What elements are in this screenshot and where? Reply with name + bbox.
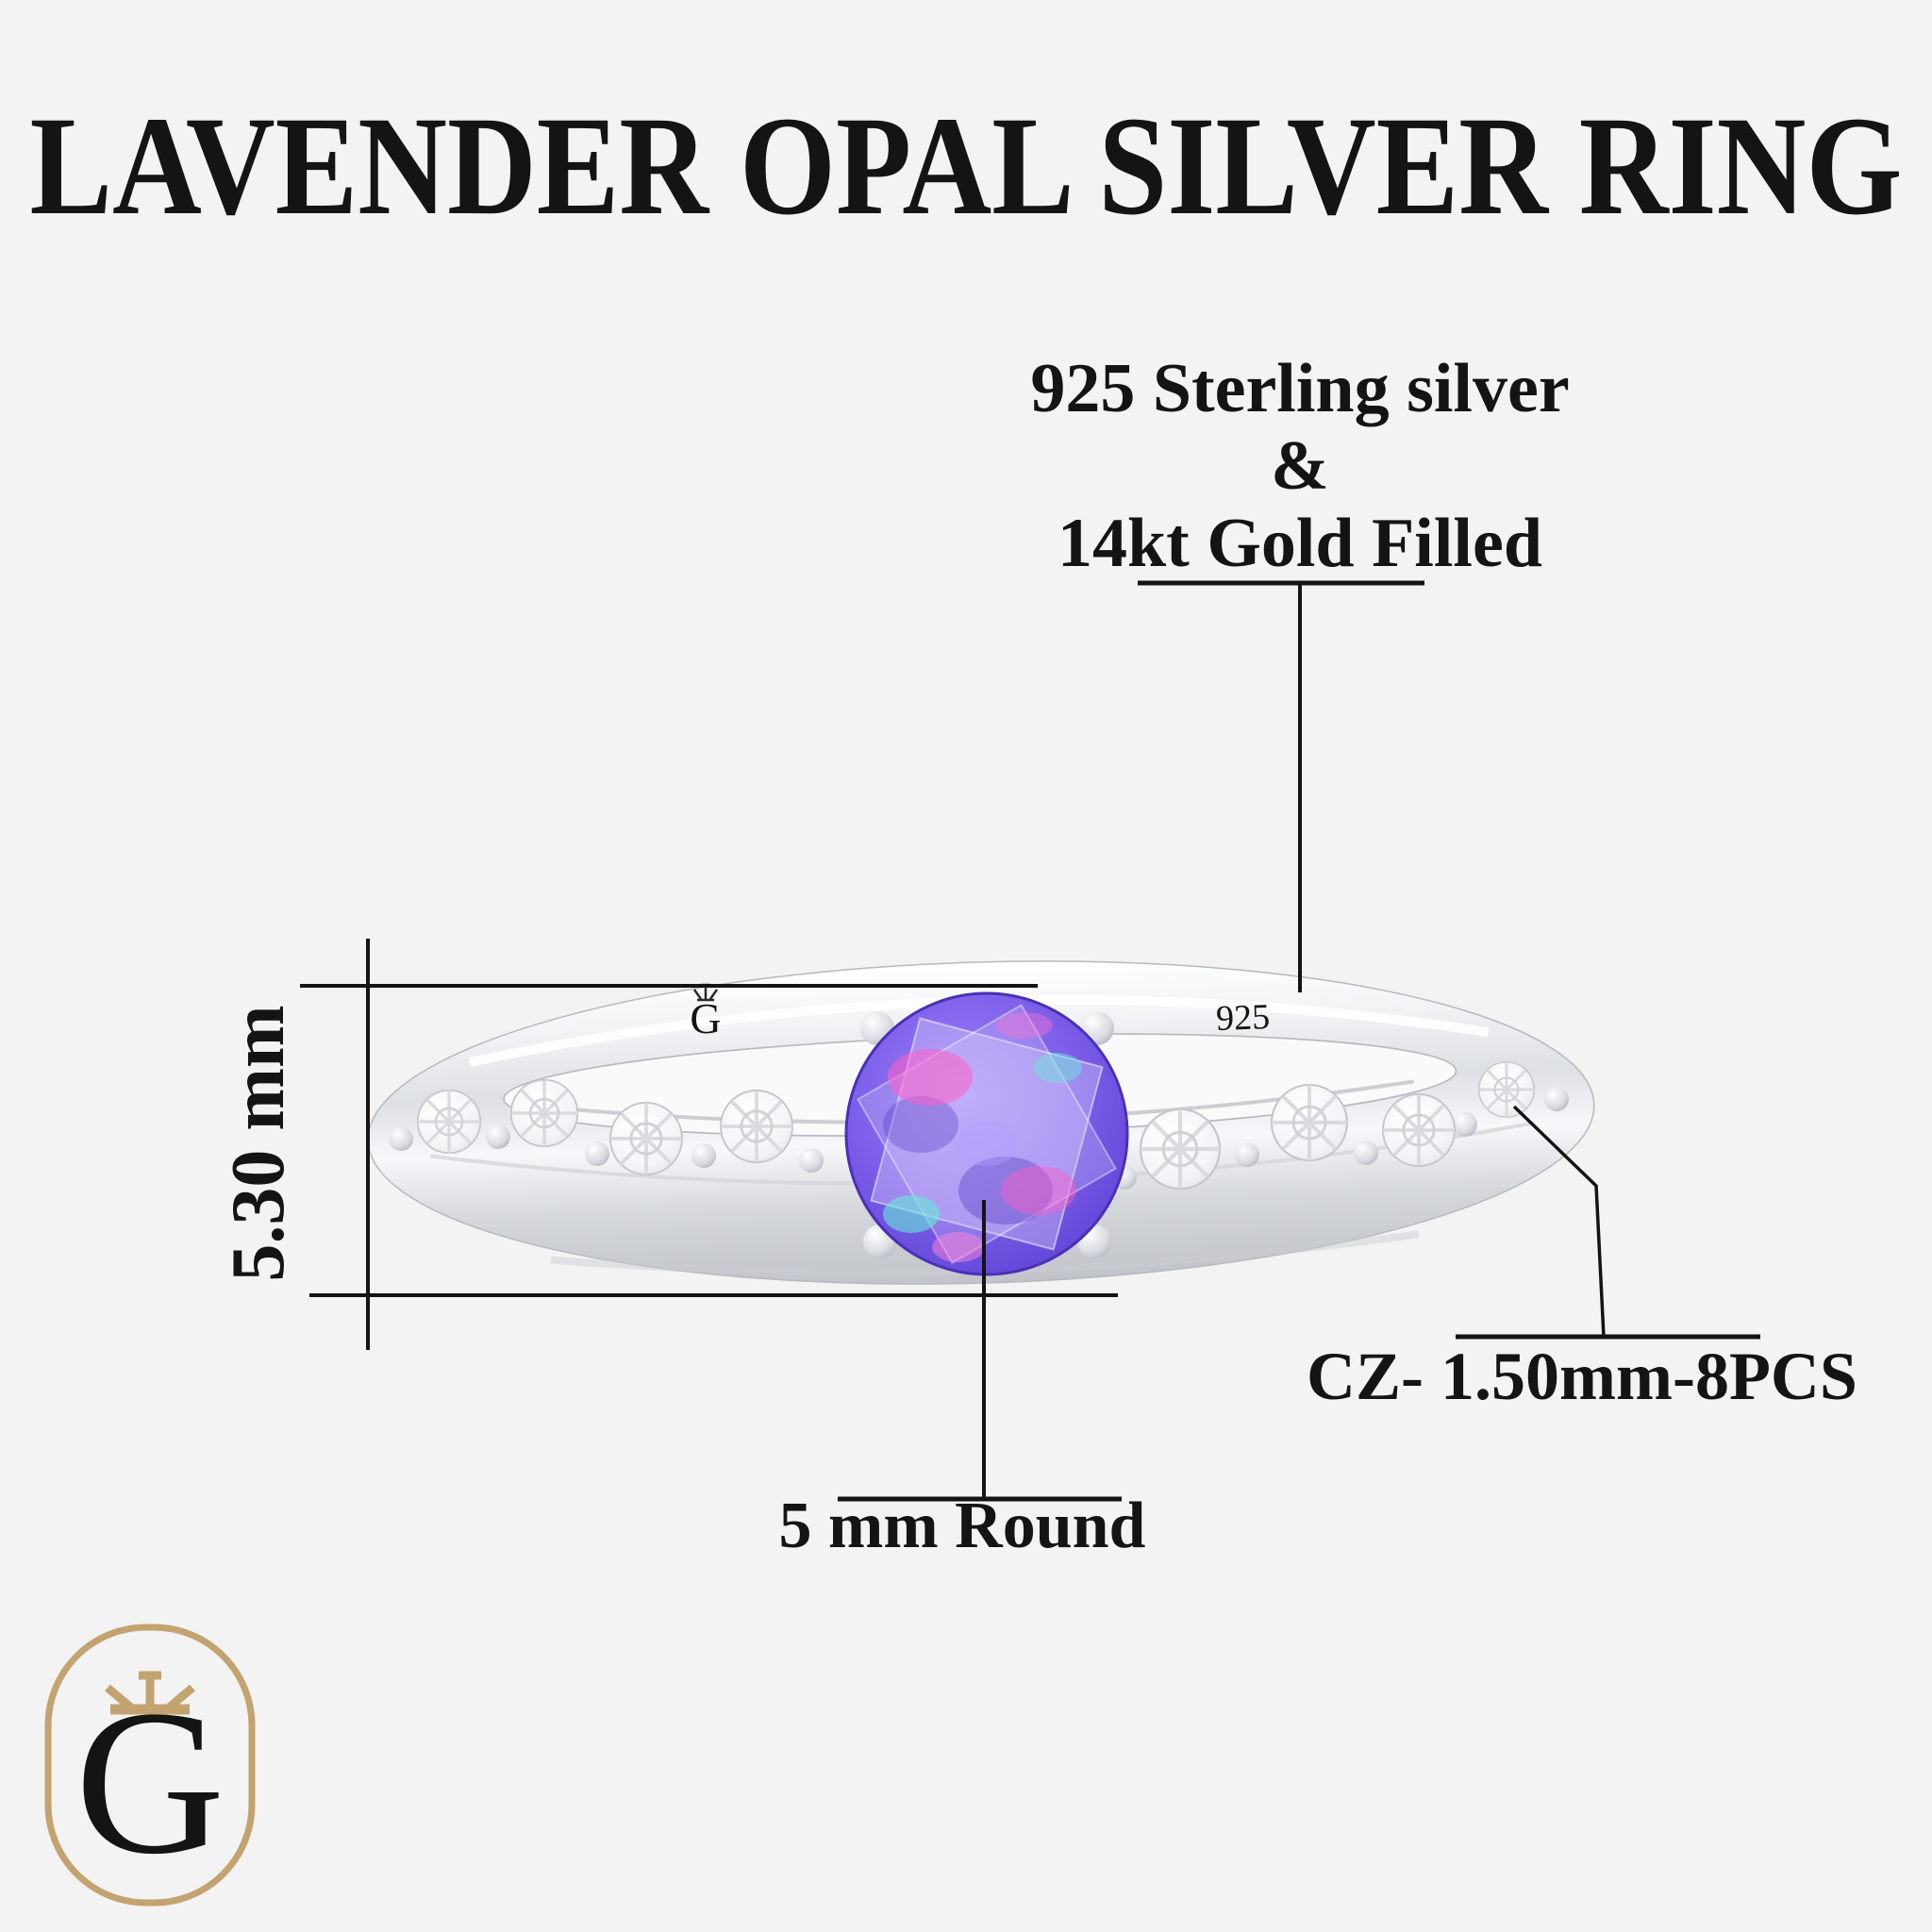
cz-stone xyxy=(719,1089,794,1164)
material-line-2: & xyxy=(1271,427,1329,505)
center-stone-label: 5 mm Round xyxy=(779,1490,1146,1562)
annotation-lines xyxy=(366,580,1760,1502)
cz-leader-line xyxy=(1512,1105,1606,1338)
material-callout: 925 Sterling silver & 14kt Gold Filled xyxy=(1030,350,1569,582)
material-line-3: 14kt Gold Filled xyxy=(1058,505,1542,582)
cz-stone xyxy=(1477,1060,1536,1119)
maker-mark-engraving: G xyxy=(690,994,721,1042)
cz-stone xyxy=(608,1101,684,1176)
logo-crown-icon xyxy=(105,1671,195,1712)
cz-stone xyxy=(1270,1083,1349,1162)
opal-facets xyxy=(857,1004,1117,1264)
prong-balls xyxy=(389,1087,1569,1190)
center-opal-stone xyxy=(844,991,1129,1276)
hallmark-engraving: 925 xyxy=(1215,997,1270,1039)
logo-frame xyxy=(44,1624,256,1907)
band-height-label: 5.30 mm xyxy=(217,1005,300,1281)
cz-stone xyxy=(509,1078,579,1148)
logo-letter: G xyxy=(75,1667,225,1897)
cz-stone xyxy=(416,1089,482,1155)
brand-logo: G xyxy=(44,1624,256,1907)
material-line-1: 925 Sterling silver xyxy=(1030,350,1569,427)
cz-stone xyxy=(1381,1092,1457,1168)
cz-stone xyxy=(1141,1109,1220,1189)
page-title: LAVENDER OPAL SILVER RING xyxy=(30,88,1903,244)
cz-label: CZ- 1.50mm-8PCS xyxy=(1307,1339,1857,1414)
